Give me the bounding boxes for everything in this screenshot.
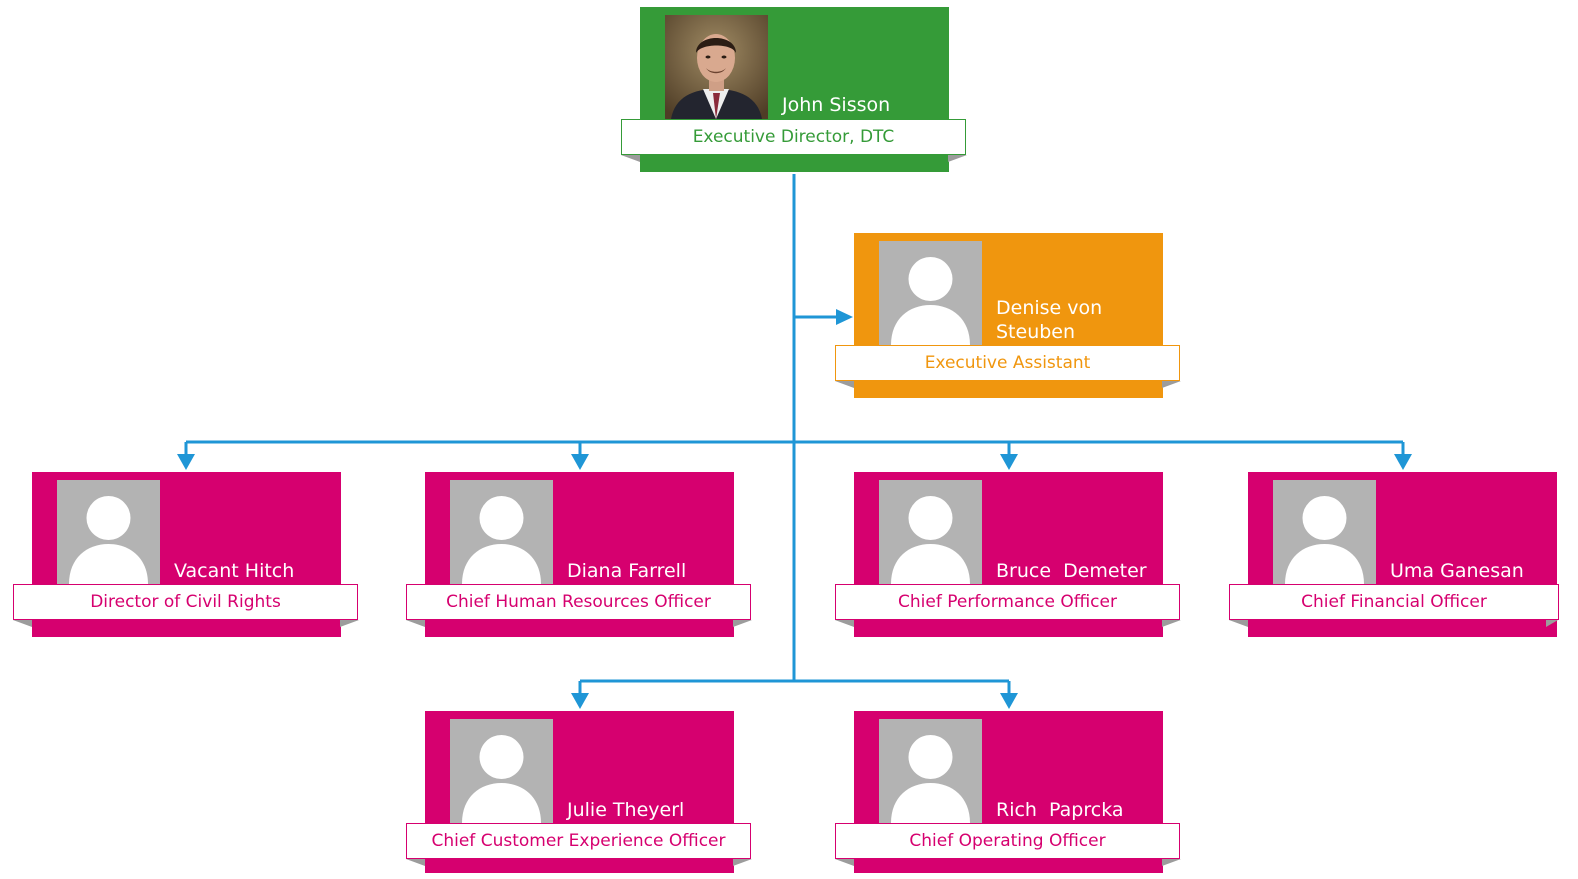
tab-fold-left: [835, 620, 854, 627]
tab-fold-right: [340, 620, 359, 627]
person-silhouette-icon: [879, 719, 982, 823]
tab-fold-right: [1162, 620, 1181, 627]
tab-fold-right: [733, 859, 752, 866]
person-silhouette-icon: [450, 719, 553, 823]
arrow-head-row1-4: [1394, 454, 1412, 470]
org-card-chief-financial-officer[interactable]: Uma Ganesan Chief Financial Officer: [1229, 472, 1559, 637]
org-card-executive-director[interactable]: John Sisson Executive Director, DTC: [621, 7, 967, 172]
arrow-head-assistant: [836, 309, 853, 325]
title-tab: Director of Civil Rights: [13, 584, 358, 620]
tab-fold-left: [406, 620, 425, 627]
person-name: John Sisson: [782, 94, 891, 116]
person-name: Uma Ganesan: [1390, 560, 1524, 582]
arrow-head-row1-3: [1000, 454, 1018, 470]
tab-fold-left: [621, 155, 640, 162]
person-name-line-1: Denise von: [996, 297, 1103, 319]
person-silhouette-icon: [1273, 480, 1376, 584]
title-tab: Executive Assistant: [835, 345, 1180, 381]
title-tab: Executive Director, DTC: [621, 119, 966, 155]
title-tab: Chief Financial Officer: [1229, 584, 1559, 620]
tab-fold-left: [13, 620, 32, 627]
tab-fold-left: [835, 381, 854, 388]
title-tab: Chief Operating Officer: [835, 823, 1180, 859]
arrow-head-row1-2: [571, 454, 589, 470]
tab-fold-right: [948, 155, 967, 162]
person-silhouette-icon: [879, 241, 982, 345]
org-card-chief-hr-officer[interactable]: Diana Farrell Chief Human Resources Offi…: [406, 472, 752, 637]
person-silhouette-icon: [450, 480, 553, 584]
person-silhouette-icon: [57, 480, 160, 584]
arrow-head-row2-2: [1000, 693, 1018, 709]
tab-fold-left: [406, 859, 425, 866]
org-card-director-civil-rights[interactable]: Vacant Hitch Director of Civil Rights: [13, 472, 359, 637]
tab-fold-right: [1546, 620, 1558, 627]
tab-fold-right: [1162, 859, 1181, 866]
tab-fold-right: [1162, 381, 1181, 388]
portrait-photo: [665, 15, 768, 119]
org-card-chief-customer-experience-officer[interactable]: Julie Theyerl Chief Customer Experience …: [406, 711, 752, 873]
title-tab: Chief Customer Experience Officer: [406, 823, 751, 859]
person-name: Bruce Demeter: [996, 560, 1147, 582]
org-card-executive-assistant[interactable]: Denise von Steuben Executive Assistant: [835, 233, 1181, 398]
tab-fold-left: [1229, 620, 1248, 627]
title-tab: Chief Performance Officer: [835, 584, 1180, 620]
person-silhouette-icon: [879, 480, 982, 584]
tab-fold-left: [835, 859, 854, 866]
person-name: Julie Theyerl: [567, 799, 685, 821]
arrow-head-row1-1: [177, 454, 195, 470]
tab-fold-right: [733, 620, 752, 627]
person-name: Rich Paprcka: [996, 799, 1124, 821]
person-name-line-2: Steuben: [996, 321, 1076, 343]
org-card-chief-operating-officer[interactable]: Rich Paprcka Chief Operating Officer: [835, 711, 1181, 873]
person-name: Diana Farrell: [567, 560, 687, 582]
org-card-chief-performance-officer[interactable]: Bruce Demeter Chief Performance Officer: [835, 472, 1181, 637]
title-tab: Chief Human Resources Officer: [406, 584, 751, 620]
arrow-head-row2-1: [571, 693, 589, 709]
person-name: Vacant Hitch: [174, 560, 295, 582]
